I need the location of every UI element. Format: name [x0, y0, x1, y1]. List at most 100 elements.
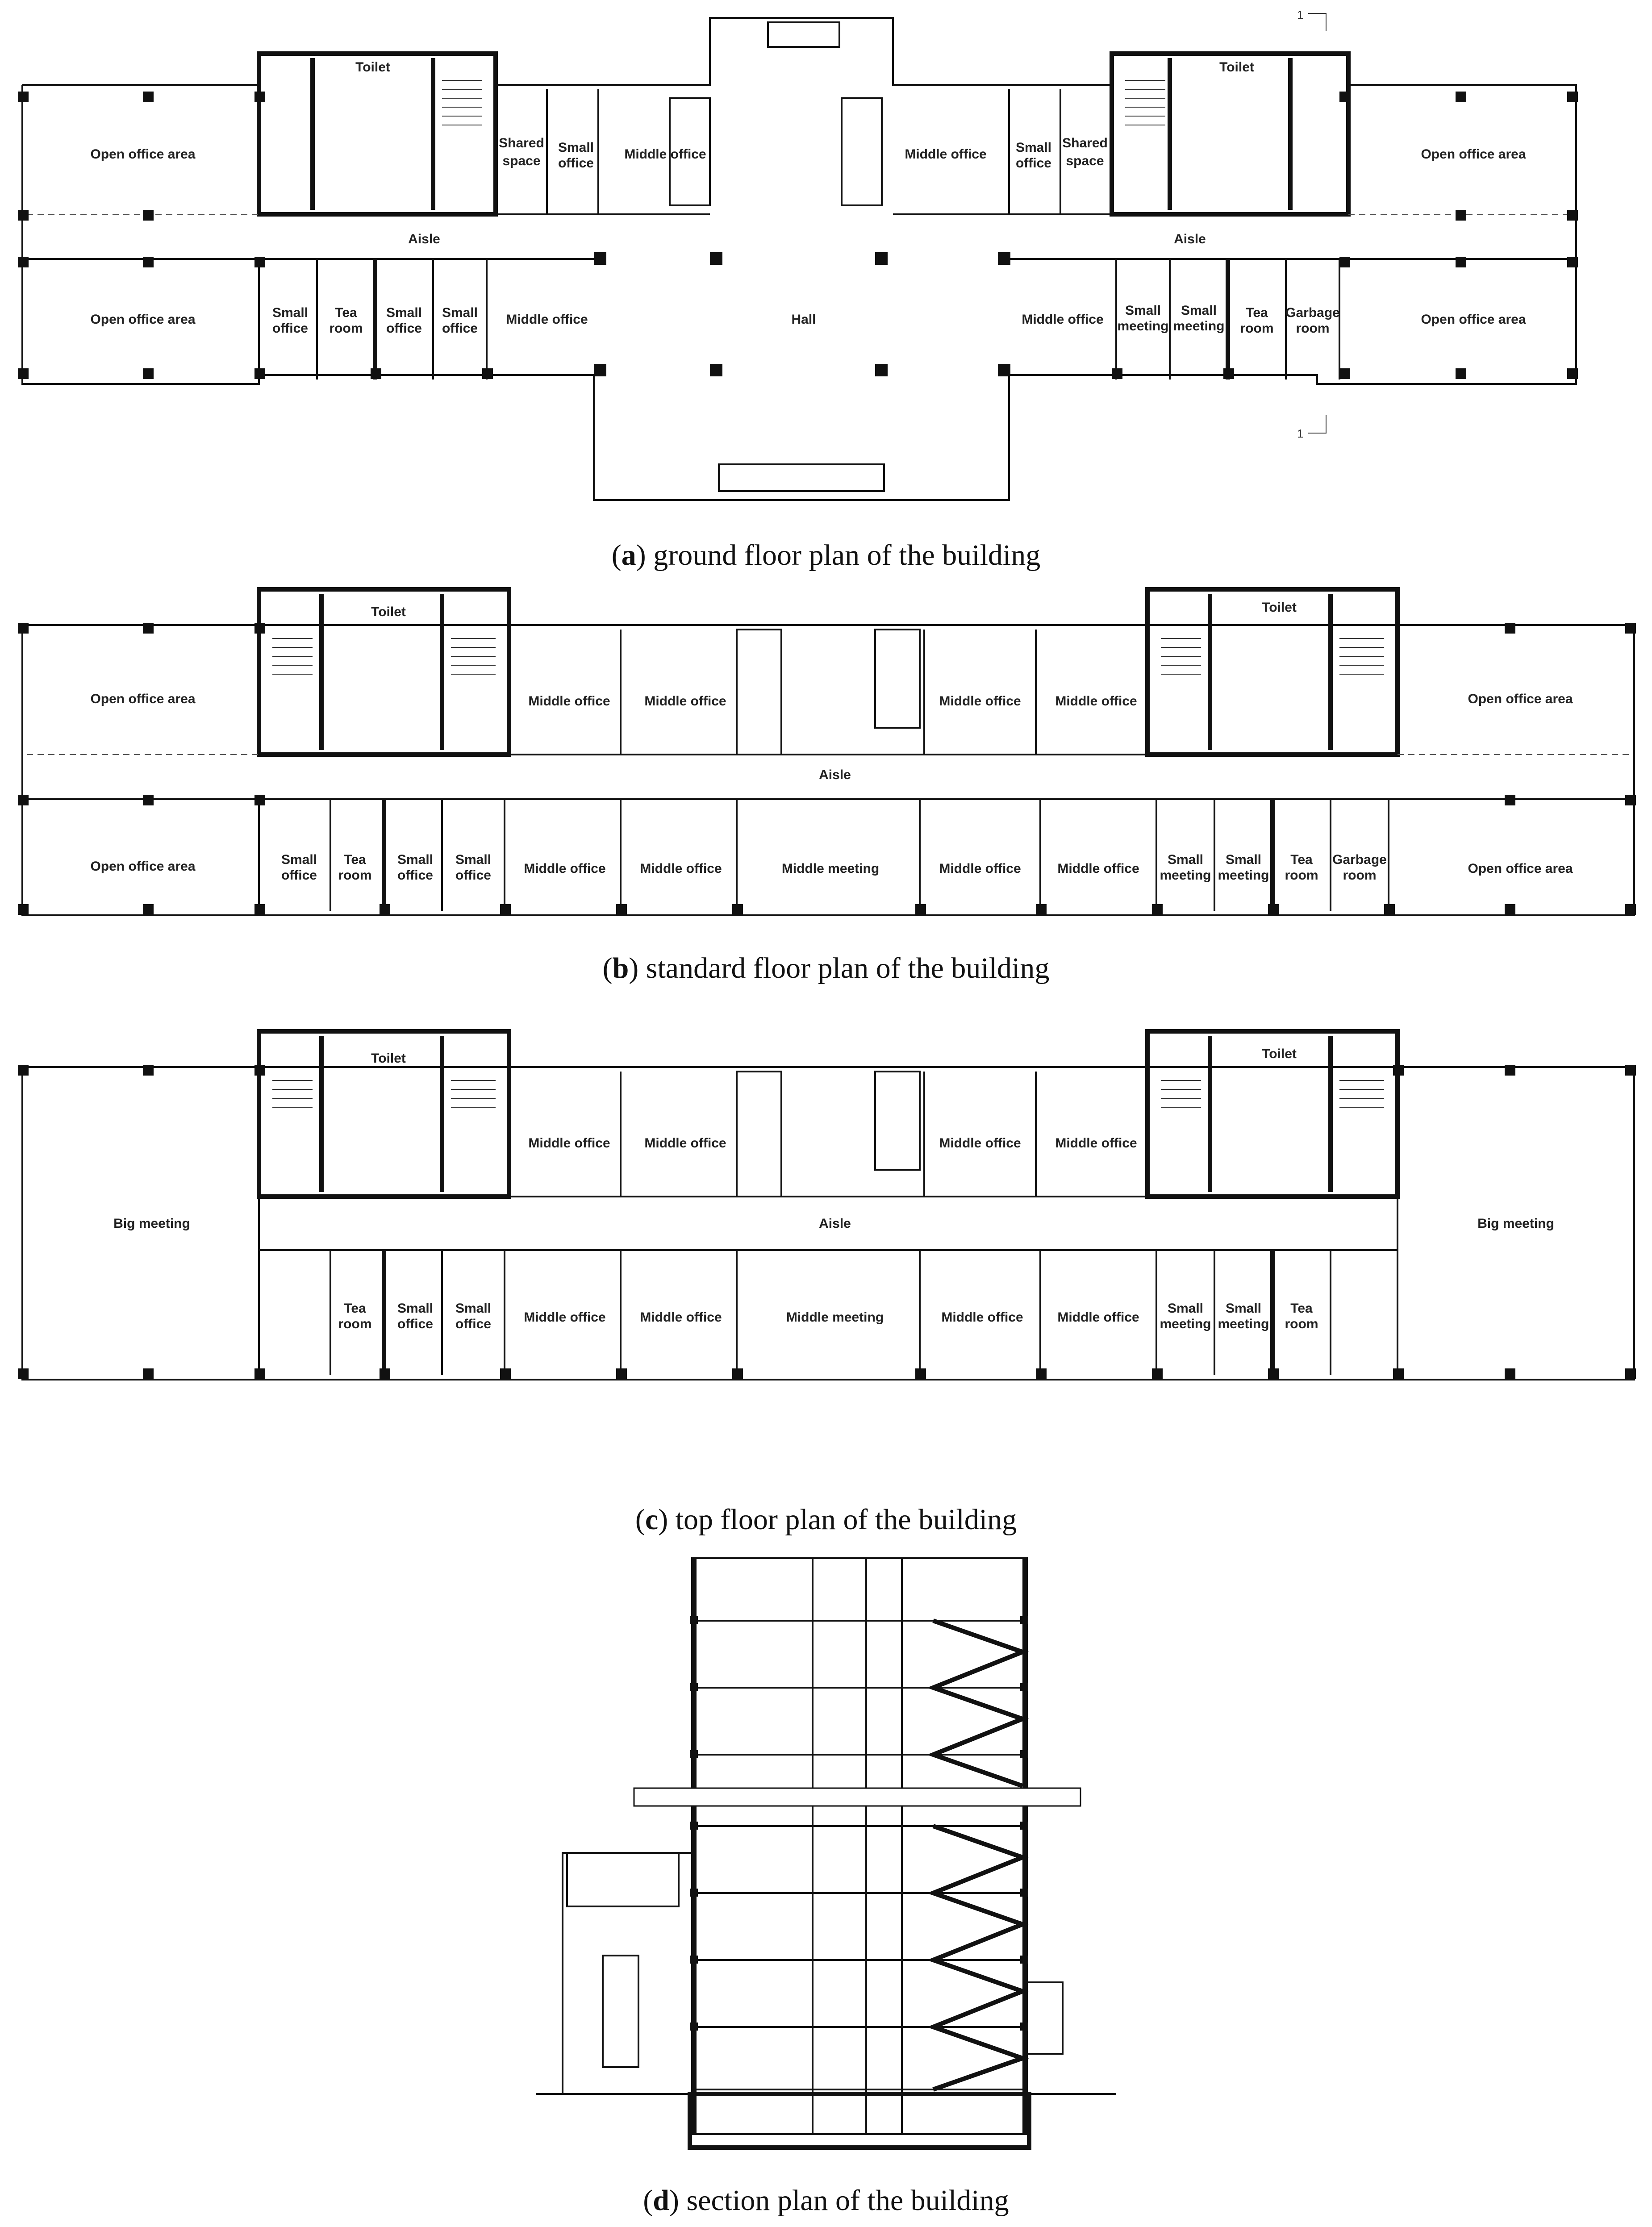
ground-room-label-25: Open office area — [1421, 147, 1526, 162]
section-plan — [536, 1557, 1116, 2150]
section-mark-top: 1 — [1297, 8, 1303, 21]
ground-room-label-2: Shared — [499, 136, 544, 150]
standard-room-label-30: room — [1343, 868, 1377, 883]
ground-room-label-0: Open office area — [90, 147, 195, 162]
ground-room-label-13: Small — [386, 305, 422, 320]
ground-room-label-33: room — [1240, 321, 1274, 336]
top-room-label-22: Small — [1226, 1301, 1261, 1316]
ground-room-label-8: Open office area — [90, 312, 195, 327]
top-room-label-7: Aisle — [819, 1216, 851, 1231]
standard-room-label-27: Tea — [1290, 852, 1313, 867]
ground-room-label-35: room — [1296, 321, 1330, 336]
caption-top: (c) top floor plan of the building — [635, 1503, 1017, 1536]
top-room-label-0: Toilet — [371, 1051, 406, 1066]
top-room-label-16: Middle office — [640, 1310, 722, 1325]
standard-room-label-11: office — [281, 868, 317, 883]
ground-room-label-6: Middle office — [624, 147, 706, 162]
caption-ground-text: ground floor plan of the building — [646, 539, 1041, 571]
top-room-label-25: room — [1285, 1317, 1318, 1331]
ground-room-label-34: Garbage — [1285, 305, 1340, 320]
top-floor-plan: Toilet Middle office Middle office Middl… — [18, 1029, 1636, 1380]
ground-room-label-22: Shared — [1062, 136, 1108, 150]
ground-room-label-32: Tea — [1246, 305, 1268, 320]
standard-room-label-19: Middle office — [640, 861, 722, 876]
standard-floor-plan: Toilet Open office area Middle office Mi… — [18, 587, 1636, 916]
ground-room-label-36: Open office area — [1421, 312, 1526, 327]
caption-section-letter: d — [653, 2184, 669, 2217]
ground-room-label-4: Small — [558, 140, 594, 155]
caption-section: (d) section plan of the building — [643, 2184, 1009, 2217]
top-room-label-23: meeting — [1218, 1317, 1269, 1331]
top-room-label-6: Big meeting — [113, 1216, 190, 1231]
top-room-label-19: Middle office — [1057, 1310, 1139, 1325]
standard-room-label-15: office — [397, 868, 433, 883]
ground-room-label-5: office — [558, 156, 594, 171]
standard-room-label-26: meeting — [1218, 868, 1269, 883]
ground-room-label-18: Hall — [791, 312, 816, 327]
ground-room-label-12: room — [330, 321, 363, 336]
section-mark-bottom: 1 — [1297, 427, 1303, 440]
standard-room-label-2: Middle office — [528, 694, 610, 709]
top-room-label-2: Middle office — [644, 1136, 726, 1151]
standard-room-label-5: Middle office — [1055, 694, 1137, 709]
standard-room-label-23: Small — [1168, 852, 1203, 867]
top-room-label-18: Middle office — [941, 1310, 1023, 1325]
ground-room-label-7: Aisle — [408, 232, 440, 246]
standard-room-label-18: Middle office — [524, 861, 605, 876]
ground-room-label-19: Middle office — [905, 147, 986, 162]
top-room-label-17: Middle meeting — [786, 1310, 884, 1325]
top-room-label-8: Big meeting — [1477, 1216, 1554, 1231]
standard-room-label-21: Middle office — [939, 861, 1021, 876]
top-room-label-14: office — [455, 1317, 491, 1331]
standard-room-label-28: room — [1285, 868, 1318, 883]
caption-standard: (b) standard floor plan of the building — [603, 952, 1050, 984]
ground-room-label-11: Tea — [335, 305, 357, 320]
top-room-label-3: Middle office — [939, 1136, 1021, 1151]
standard-room-label-9: Open office area — [90, 859, 195, 874]
top-room-label-9: Tea — [344, 1301, 366, 1316]
ground-room-label-28: Small — [1125, 303, 1161, 318]
top-room-label-15: Middle office — [524, 1310, 605, 1325]
caption-top-letter: c — [645, 1503, 658, 1536]
ground-room-label-15: Small — [442, 305, 478, 320]
standard-room-label-1: Open office area — [90, 692, 195, 706]
top-room-label-5: Toilet — [1262, 1047, 1297, 1061]
top-room-label-10: room — [338, 1317, 372, 1331]
standard-room-label-29: Garbage — [1332, 852, 1387, 867]
ground-room-label-10: office — [272, 321, 308, 336]
ground-floor-plan: Open office area Toilet Shared space Sma… — [18, 8, 1578, 501]
ground-room-label-1: Toilet — [355, 60, 390, 75]
caption-top-text: top floor plan of the building — [668, 1503, 1017, 1536]
caption-standard-letter: b — [613, 952, 629, 984]
standard-room-label-16: Small — [455, 852, 491, 867]
ground-room-label-26: Aisle — [1174, 232, 1206, 246]
ground-room-label-17: Middle office — [506, 312, 588, 327]
ground-room-label-31: meeting — [1173, 319, 1224, 334]
top-room-label-11: Small — [397, 1301, 433, 1316]
ground-room-label-16: office — [442, 321, 478, 336]
standard-room-label-14: Small — [397, 852, 433, 867]
standard-room-label-10: Small — [281, 852, 317, 867]
standard-room-label-24: meeting — [1160, 868, 1211, 883]
standard-room-label-0: Toilet — [371, 605, 406, 619]
ground-room-label-30: Small — [1181, 303, 1217, 318]
ground-room-label-24: Toilet — [1219, 60, 1254, 75]
top-room-label-1: Middle office — [528, 1136, 610, 1151]
standard-room-label-7: Open office area — [1468, 692, 1573, 706]
top-room-label-20: Small — [1168, 1301, 1203, 1316]
standard-room-label-22: Middle office — [1057, 861, 1139, 876]
standard-room-label-17: office — [455, 868, 491, 883]
top-room-label-12: office — [397, 1317, 433, 1331]
ground-room-label-23: space — [1066, 154, 1104, 168]
standard-room-label-12: Tea — [344, 852, 366, 867]
ground-room-label-20: Small — [1016, 140, 1051, 155]
standard-room-label-20: Middle meeting — [782, 861, 879, 876]
standard-room-label-3: Middle office — [644, 694, 726, 709]
top-room-label-24: Tea — [1290, 1301, 1313, 1316]
top-room-label-13: Small — [455, 1301, 491, 1316]
ground-room-label-9: Small — [272, 305, 308, 320]
caption-ground-letter: a — [622, 539, 636, 571]
ground-room-label-21: office — [1016, 156, 1051, 171]
ground-room-label-14: office — [386, 321, 422, 336]
